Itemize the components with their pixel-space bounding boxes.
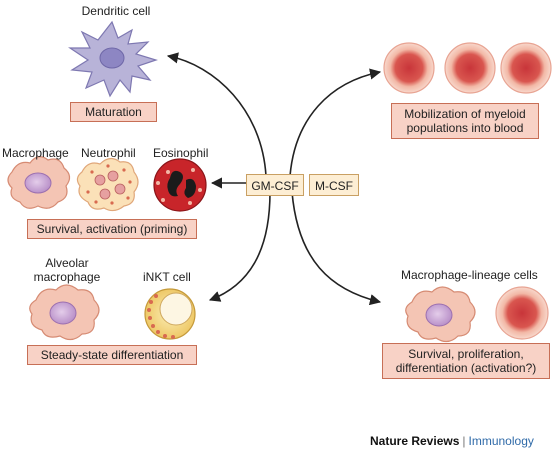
- label-alveolar-line2: macrophage: [33, 270, 101, 284]
- arrow-to-dendritic: [166, 52, 267, 177]
- dendritic-cell-illustration: [68, 20, 158, 98]
- arrow-to-mobilization: [289, 68, 382, 177]
- alveolar-macrophage-illustration: [29, 284, 100, 341]
- eosinophil-illustration: [153, 158, 207, 212]
- inkt-cell-illustration: [144, 288, 196, 340]
- arrow-to-steady-state: [208, 191, 271, 302]
- macrophage-illustration: [7, 156, 71, 209]
- label-neutrophil: Neutrophil: [81, 146, 136, 160]
- journal-separator: |: [462, 434, 466, 448]
- cytokine-gm-csf: GM-CSF: [246, 174, 304, 196]
- journal-credit: Nature Reviews|Immunology: [370, 434, 534, 448]
- myeloid-cells-illustration: [383, 42, 552, 94]
- outcome-maturation: Maturation: [70, 102, 157, 122]
- outcome-mobilization-line2: populations into blood: [406, 121, 524, 135]
- arrows: [166, 52, 382, 306]
- outcome-survival-activation: Survival, activation (priming): [27, 219, 197, 239]
- journal-name: Nature Reviews: [370, 434, 460, 448]
- macrophage-lineage-illustration: [405, 286, 549, 343]
- outcome-survival-proliferation-line1: Survival, proliferation,: [408, 347, 524, 361]
- cytokine-gm-csf-text: GM-CSF: [251, 179, 299, 193]
- cytokine-m-csf-text: M-CSF: [315, 179, 353, 193]
- label-alveolar-line1: Alveolar: [45, 256, 89, 270]
- label-eosinophil: Eosinophil: [153, 146, 209, 160]
- journal-subject: Immunology: [468, 434, 534, 448]
- neutrophil-illustration: [76, 157, 139, 212]
- label-inkt-cell: iNKT cell: [143, 270, 191, 284]
- outcome-maturation-text: Maturation: [85, 105, 142, 119]
- outcome-survival-proliferation: Survival, proliferation, differentiation…: [382, 343, 550, 379]
- label-macrophage-lineage-cells: Macrophage-lineage cells: [401, 268, 538, 282]
- outcome-survival-activation-text: Survival, activation (priming): [36, 222, 188, 236]
- outcome-mobilization: Mobilization of myeloid populations into…: [391, 103, 539, 139]
- cytokine-m-csf: M-CSF: [309, 174, 359, 196]
- label-dendritic-cell: Dendritic cell: [81, 4, 151, 18]
- outcome-steady-state: Steady-state differentiation: [27, 345, 197, 365]
- arrow-to-macrophage-lineage: [291, 191, 382, 306]
- outcome-mobilization-line1: Mobilization of myeloid: [404, 107, 526, 121]
- label-macrophage: Macrophage: [2, 146, 69, 160]
- outcome-steady-state-text: Steady-state differentiation: [40, 348, 184, 362]
- outcome-survival-proliferation-line2: differentiation (activation?): [395, 361, 537, 375]
